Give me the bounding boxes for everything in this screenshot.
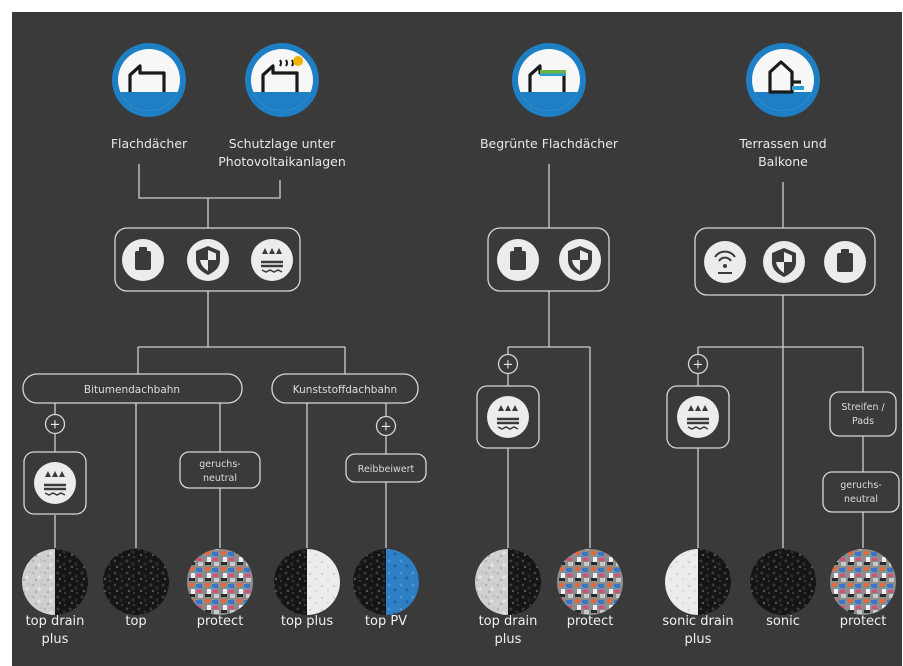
plus-icon: + <box>44 413 66 435</box>
property-box-right <box>694 227 876 296</box>
building-icon-pv <box>245 43 319 117</box>
product-swatch-protect-1[interactable] <box>187 549 253 615</box>
product-labels: top drain plus top protect top plus top … <box>26 614 887 647</box>
weight-icon <box>824 241 866 283</box>
sound-icon <box>704 241 746 283</box>
note-box <box>829 391 897 437</box>
app-label-line: Photovoltaikanlagen <box>218 154 346 169</box>
app-label-line: Flachdächer <box>111 136 188 151</box>
note-line: geruchs- <box>199 459 240 470</box>
connector <box>138 164 281 199</box>
category-pill <box>271 373 419 404</box>
shield-icon <box>187 239 229 281</box>
note-line: neutral <box>203 473 237 484</box>
product-swatch-protect-3[interactable] <box>830 549 896 615</box>
note-streifen: Streifen / Pads <box>829 391 897 437</box>
product-swatch-sonic-drain-plus[interactable] <box>665 549 731 615</box>
product-label: protect <box>197 614 244 629</box>
product-label: plus <box>685 632 712 647</box>
note-line: neutral <box>844 494 878 505</box>
note-box <box>345 453 427 483</box>
app-label-begruent: Begrünte Flachdächer <box>480 136 619 151</box>
note-box <box>822 471 900 513</box>
category-pill <box>22 373 243 404</box>
product-swatch-top-drain-plus-2[interactable] <box>475 549 541 615</box>
note-reibbeiwert: Reibbeiwert <box>345 453 427 483</box>
connector-lines <box>54 164 864 548</box>
diagram-canvas: Flachdächer Schutzlage unter Photovoltai… <box>12 12 902 666</box>
drainage-box <box>476 385 540 449</box>
drainage-icon <box>251 239 293 281</box>
product-label: top drain <box>479 614 538 629</box>
product-label: protect <box>840 614 887 629</box>
app-label-pv: Schutzlage unter Photovoltaikanlagen <box>218 136 346 169</box>
drainage-box <box>23 451 87 515</box>
app-label-terrassen: Terrassen und Balkone <box>738 136 826 169</box>
product-swatch-top[interactable] <box>103 549 169 615</box>
category-bitumen: Bitumendachbahn <box>22 373 243 404</box>
app-label-line: Schutzlage unter <box>229 136 336 151</box>
product-label: sonic drain <box>662 614 733 629</box>
plus-icon: + <box>687 353 709 375</box>
svg-text:+: + <box>693 358 704 373</box>
svg-text:+: + <box>381 420 392 435</box>
drainage-icon <box>487 396 529 438</box>
plus-icon: + <box>497 353 519 375</box>
svg-text:+: + <box>503 358 514 373</box>
note-geruch-1: geruchs- neutral <box>179 451 261 489</box>
product-label: plus <box>42 632 69 647</box>
product-label: top <box>125 614 146 629</box>
plus-icon: + <box>375 415 397 437</box>
drainage-icon <box>677 396 719 438</box>
product-swatch-top-pv[interactable] <box>353 549 419 615</box>
product-label: top PV <box>365 614 407 629</box>
property-box-left <box>114 227 301 292</box>
drainage-box <box>666 385 730 449</box>
category-label: Bitumendachbahn <box>84 384 180 396</box>
app-label-line: Begrünte Flachdächer <box>480 136 619 151</box>
product-label: protect <box>567 614 614 629</box>
building-icon-flachdaecher <box>112 43 186 117</box>
app-label-line: Terrassen und <box>738 136 826 151</box>
product-swatch-sonic[interactable] <box>750 549 816 615</box>
product-label: top drain <box>26 614 85 629</box>
category-label: Kunststoffdachbahn <box>293 384 397 396</box>
note-box <box>179 451 261 489</box>
weight-icon <box>497 239 539 281</box>
note-line: Streifen / <box>841 402 885 413</box>
product-label: sonic <box>766 614 800 629</box>
app-label-line: Balkone <box>758 154 808 169</box>
building-icon-begruent <box>512 43 586 117</box>
shield-icon <box>763 241 805 283</box>
product-swatch-protect-2[interactable] <box>557 549 623 615</box>
weight-icon <box>122 239 164 281</box>
note-geruch-2: geruchs- neutral <box>822 471 900 513</box>
product-label: plus <box>495 632 522 647</box>
svg-text:+: + <box>50 418 61 433</box>
app-label-flachdaecher: Flachdächer <box>111 136 188 151</box>
product-swatch-top-plus[interactable] <box>274 549 340 615</box>
note-line: Pads <box>852 416 874 427</box>
note-line: geruchs- <box>840 480 881 491</box>
product-selection-diagram: Flachdächer Schutzlage unter Photovoltai… <box>22 43 900 647</box>
category-kunststoff: Kunststoffdachbahn <box>271 373 419 404</box>
product-swatch-top-drain-plus-1[interactable] <box>22 549 88 615</box>
shield-icon <box>559 239 601 281</box>
drainage-icon <box>34 462 76 504</box>
note-line: Reibbeiwert <box>358 464 415 475</box>
building-icon-terrassen <box>746 43 820 117</box>
property-box-middle <box>487 227 610 292</box>
product-label: top plus <box>281 614 334 629</box>
